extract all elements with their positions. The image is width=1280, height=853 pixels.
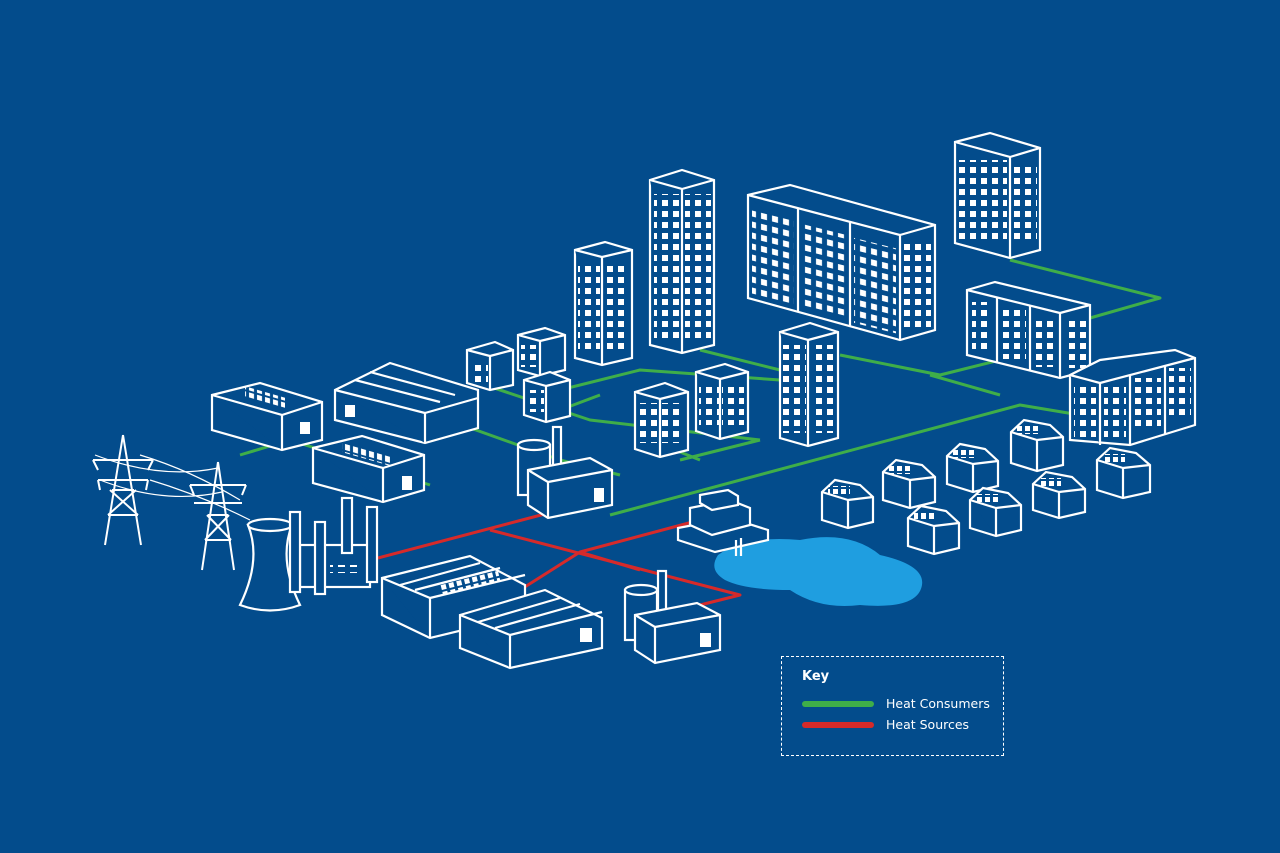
tower-block [953, 131, 1042, 260]
office-block [694, 362, 750, 441]
legend-swatch-red [802, 721, 874, 728]
apartment-slab [746, 183, 937, 342]
pylon-icon [92, 434, 154, 546]
legend-item-heat-sources: Heat Sources [802, 717, 969, 732]
factory-shed [458, 588, 604, 670]
power-station [238, 496, 379, 612]
office-block [516, 326, 567, 378]
legend-title: Key [802, 669, 830, 684]
tower-block [648, 168, 716, 355]
legend-label: Heat Sources [886, 717, 970, 732]
pylon-icon [189, 461, 247, 571]
legend-swatch-green [802, 700, 874, 707]
tank-plant [516, 425, 614, 520]
factory-shed [333, 361, 480, 445]
house-icon [881, 458, 937, 510]
tower-block [573, 240, 634, 367]
house-icon [945, 442, 1000, 494]
warehouse [311, 434, 426, 504]
house-icon [1095, 446, 1152, 500]
legend-item-heat-consumers: Heat Consumers [802, 696, 990, 711]
water-pump-station [676, 488, 770, 556]
office-block [522, 370, 572, 424]
tower-block [778, 321, 840, 448]
terrace-block [1068, 348, 1197, 447]
legend-box: Key Heat Consumers Heat Sources [781, 656, 1004, 756]
house-icon [1009, 418, 1065, 473]
lake [714, 537, 923, 606]
house-icon [820, 478, 875, 530]
legend-label: Heat Consumers [886, 696, 990, 711]
tank-plant [623, 569, 722, 665]
cooling-tower-icon [238, 523, 302, 612]
office-block [465, 340, 515, 392]
warehouse [210, 381, 324, 452]
office-block [633, 381, 690, 459]
terrace-block [965, 280, 1092, 380]
house-icon [968, 486, 1023, 538]
house-icon [906, 504, 961, 556]
house-icon [1031, 470, 1087, 520]
